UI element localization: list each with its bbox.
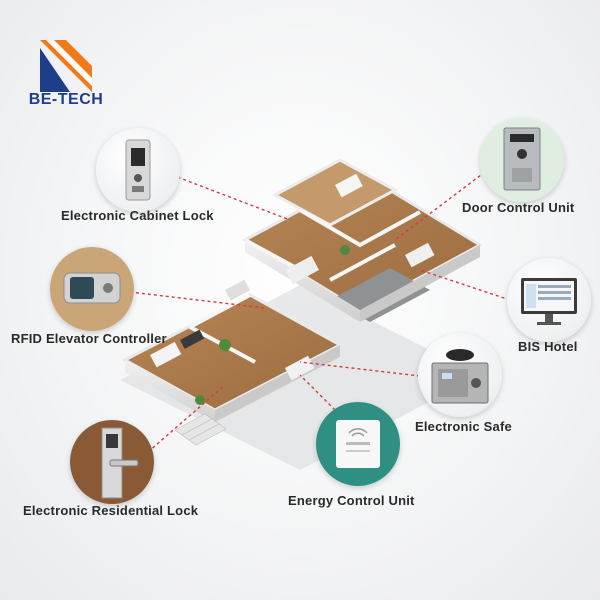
brand-name: BE-TECH	[28, 91, 104, 108]
door-control-circle	[480, 118, 564, 202]
residential-lock-circle	[70, 420, 154, 504]
safe-icon	[431, 349, 489, 404]
cabinet-lock-icon	[125, 139, 151, 201]
residential-lock-label: Electronic Residential Lock	[23, 503, 199, 518]
cabinet-lock-label: Electronic Cabinet Lock	[61, 208, 214, 223]
energy-control-label: Energy Control Unit	[288, 493, 415, 508]
rfid-elevator-label: RFID Elevator Controller	[11, 331, 167, 346]
computer-monitor-icon	[521, 278, 577, 325]
energy-switch-icon	[316, 402, 400, 486]
cabinet-lock-circle	[96, 128, 180, 212]
rfid-elevator-circle	[50, 247, 134, 331]
safe-label: Electronic Safe	[415, 419, 512, 434]
door-lock-icon	[70, 420, 154, 504]
door-control-label: Door Control Unit	[462, 200, 575, 215]
be-tech-logo-icon	[40, 40, 92, 92]
safe-circle	[418, 333, 502, 417]
energy-control-circle	[316, 402, 400, 486]
door-control-panel-icon	[480, 118, 564, 202]
bis-hotel-label: BIS Hotel	[518, 339, 578, 354]
elevator-controller-icon	[50, 247, 134, 331]
bis-hotel-circle	[507, 258, 591, 342]
